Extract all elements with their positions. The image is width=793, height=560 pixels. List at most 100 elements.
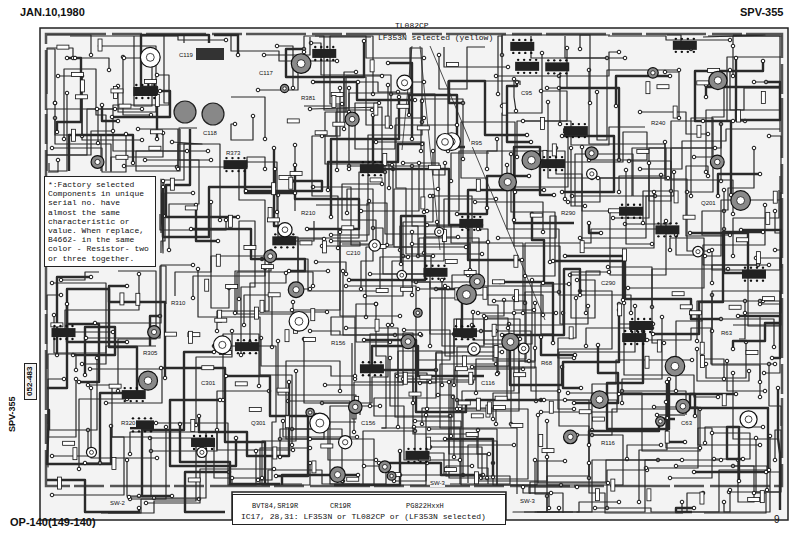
solder-pad [272,467,276,471]
resistor-symbol [580,241,584,253]
ic-pin [561,169,563,171]
solder-pad [161,185,165,189]
pcb-trace [358,82,398,92]
solder-pad [121,55,125,59]
ic-pin [657,235,659,237]
pcb-trace [589,463,683,513]
ic-pin [762,266,764,268]
solder-pad [308,287,312,291]
capacitor-symbol [293,287,299,293]
pcb-trace [231,97,265,139]
ic-pin [624,330,626,332]
solder-pad [73,56,77,60]
resistor-symbol [492,324,496,336]
ic-pin [549,156,551,158]
solder-pad [335,168,339,172]
resistor-symbol [427,437,431,449]
pcb-trace [511,348,535,424]
solder-pad [761,230,765,234]
solder-pad [344,272,348,276]
ic-pin [431,265,433,267]
pcb-trace [237,272,313,314]
ic-pin [553,72,555,74]
capacitor-symbol [335,472,341,478]
solder-pad [665,380,669,384]
solder-pad [638,110,642,114]
solder-pad [263,137,267,141]
pcb-trace [52,134,126,172]
solder-pad [506,326,510,330]
ic-pin [529,72,531,74]
solder-pad [362,39,366,43]
component-ref: R116 [600,440,616,447]
solder-pad [662,341,666,345]
solder-pad [95,107,99,111]
pcb-trace [75,58,109,70]
ic-pin [380,374,382,376]
capacitor-symbol [152,329,157,334]
resistor-symbol [455,367,467,371]
ic-pin [419,461,421,463]
solder-pad [713,146,717,150]
resistor-symbol [112,457,116,469]
solder-pad [527,174,531,178]
resistor-symbol [609,209,621,213]
ic-symbol [312,49,336,58]
solder-pad [655,413,659,417]
ic-pin [572,123,574,125]
solder-pad [89,275,93,279]
solder-pad [338,86,342,90]
pcb-trace [523,487,551,493]
resistor-symbol [215,318,227,322]
solder-pad [737,479,741,483]
capacitor-symbol [656,417,665,426]
solder-pad [563,398,567,402]
resistor-symbol [58,477,62,489]
capacitor-symbol [202,103,224,125]
solder-pad [354,70,358,74]
solder-pad [390,323,394,327]
solder-pad [137,272,141,276]
pcb-trace [558,291,612,409]
resistor-symbol [446,63,458,67]
solder-pad [110,115,114,119]
solder-pad [308,437,312,441]
solder-pad [338,230,342,234]
capacitor-symbol [91,156,104,169]
pcb-trace [627,445,661,459]
page-label: TL082CP [395,22,429,31]
solder-pad [125,340,129,344]
ic-pin [374,361,376,363]
solder-pad [341,269,345,273]
solder-pad [158,89,162,93]
solder-pad [125,458,129,462]
solder-pad [719,458,723,462]
solder-pad [495,137,499,141]
pcb-trace [451,153,489,181]
solder-pad [620,401,624,405]
solder-pad [88,367,92,371]
pcb-trace [164,144,220,220]
solder-pad [452,383,456,387]
solder-pad [440,383,444,387]
ic-symbol [133,87,157,96]
resistor-symbol [647,489,651,501]
resistor-symbol [674,191,678,203]
pcb-trace [705,136,781,256]
ic-pin [153,84,155,86]
solder-pad [422,56,426,60]
ic-pin [249,339,251,341]
solder-pad [734,56,738,60]
pcb-trace [565,256,623,300]
ic-pin [150,417,152,419]
solder-pad [693,414,697,418]
solder-pad [83,461,87,465]
solder-pad [506,65,510,69]
ic-pin [231,170,233,172]
solder-pad [380,74,384,78]
solder-pad [329,233,333,237]
pcb-trace [461,122,515,208]
resistor-symbol [120,293,124,305]
solder-pad [716,194,720,198]
ic-pin [636,343,638,345]
